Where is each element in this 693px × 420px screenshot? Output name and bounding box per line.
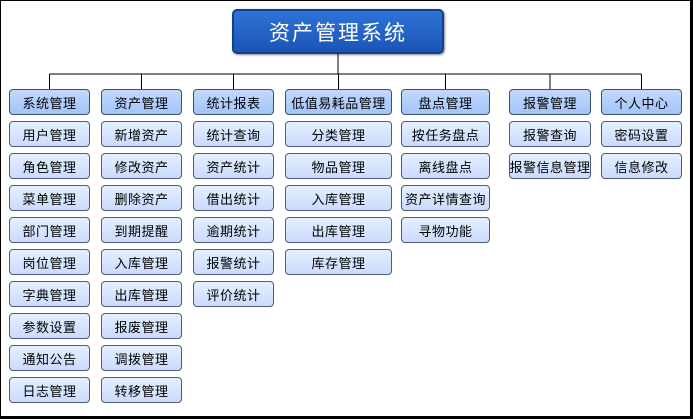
leaf-node: 通知公告 bbox=[9, 345, 90, 371]
leaf-node: 转移管理 bbox=[101, 377, 182, 403]
leaf-node: 统计查询 bbox=[193, 121, 274, 147]
leaf-node: 按任务盘点 bbox=[401, 121, 490, 147]
leaf-node: 出库管理 bbox=[285, 217, 392, 243]
leaf-node: 菜单管理 bbox=[9, 185, 90, 211]
leaf-node: 逾期统计 bbox=[193, 217, 274, 243]
leaf-node: 报警信息管理 bbox=[509, 153, 591, 179]
leaf-node: 部门管理 bbox=[9, 217, 90, 243]
leaf-node: 借出统计 bbox=[193, 185, 274, 211]
leaf-node: 新增资产 bbox=[101, 121, 182, 147]
leaf-node: 报警查询 bbox=[509, 121, 591, 147]
leaf-node: 入库管理 bbox=[285, 185, 392, 211]
leaf-node: 资产统计 bbox=[193, 153, 274, 179]
category-node: 报警管理 bbox=[509, 89, 591, 115]
leaf-node: 角色管理 bbox=[9, 153, 90, 179]
root-node: 资产管理系统 bbox=[232, 9, 444, 54]
category-node: 盘点管理 bbox=[401, 89, 490, 115]
leaf-node: 出库管理 bbox=[101, 281, 182, 307]
leaf-node: 离线盘点 bbox=[401, 153, 490, 179]
leaf-node: 日志管理 bbox=[9, 377, 90, 403]
leaf-node: 密码设置 bbox=[601, 121, 682, 147]
leaf-node: 信息修改 bbox=[601, 153, 682, 179]
category-node: 资产管理 bbox=[101, 89, 182, 115]
leaf-node: 调拨管理 bbox=[101, 345, 182, 371]
leaf-node: 到期提醒 bbox=[101, 217, 182, 243]
leaf-node: 删除资产 bbox=[101, 185, 182, 211]
category-node: 低值易耗品管理 bbox=[285, 89, 392, 115]
leaf-node: 分类管理 bbox=[285, 121, 392, 147]
leaf-node: 寻物功能 bbox=[401, 217, 490, 243]
leaf-node: 报废管理 bbox=[101, 313, 182, 339]
leaf-node: 库存管理 bbox=[285, 249, 392, 275]
leaf-node: 物品管理 bbox=[285, 153, 392, 179]
category-node: 系统管理 bbox=[9, 89, 90, 115]
leaf-node: 资产详情查询 bbox=[401, 185, 490, 211]
leaf-node: 入库管理 bbox=[101, 249, 182, 275]
leaf-node: 字典管理 bbox=[9, 281, 90, 307]
category-node: 统计报表 bbox=[193, 89, 274, 115]
leaf-node: 用户管理 bbox=[9, 121, 90, 147]
leaf-node: 报警统计 bbox=[193, 249, 274, 275]
leaf-node: 修改资产 bbox=[101, 153, 182, 179]
category-node: 个人中心 bbox=[601, 89, 682, 115]
leaf-node: 评价统计 bbox=[193, 281, 274, 307]
leaf-node: 参数设置 bbox=[9, 313, 90, 339]
leaf-node: 岗位管理 bbox=[9, 249, 90, 275]
